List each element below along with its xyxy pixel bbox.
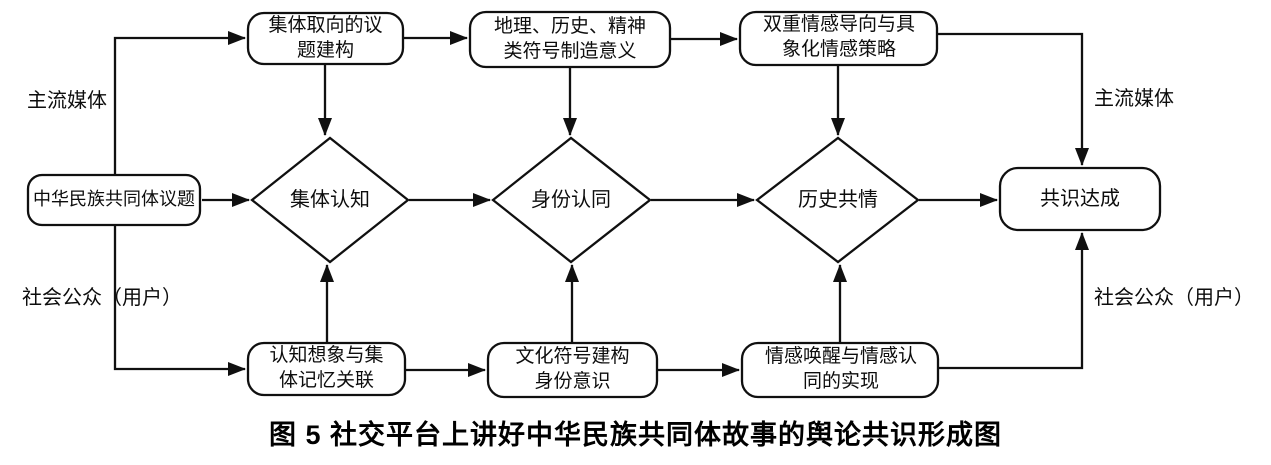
node-public-stage-3-label: 情感唤醒与情感认同的实现 (764, 346, 917, 392)
node-collective-cognition-label: 集体认知 (290, 189, 370, 211)
arrow-source-down-to-public-stage-1 (113, 225, 246, 376)
arrow-source-up-to-media-stage-1 (113, 31, 246, 175)
arrow-public-3-to-result (939, 232, 1089, 370)
node-historical-empathy-label: 历史共情 (798, 189, 878, 211)
figure-caption: 图 5 社交平台上讲好中华民族共同体故事的舆论共识形成图 (268, 420, 1003, 450)
arrow-media-3-to-result (938, 32, 1089, 166)
node-media-stage-1-label: 集体取向的议题建构 (268, 14, 383, 61)
node-source-label: 中华民族共同体议题 (33, 189, 195, 210)
node-result-label: 共识达成 (1040, 188, 1120, 210)
actor-label-public-right: 社会公众（用户） (1094, 287, 1254, 309)
actor-label-mainstream-media-right: 主流媒体 (1094, 88, 1174, 110)
shape-result-node (998, 166, 1162, 232)
shape-diamond-collective-cognition (250, 136, 410, 264)
shape-public-stage-1 (246, 341, 407, 397)
actor-label-public-left: 社会公众（用户） (22, 287, 182, 309)
node-identity-label: 身份认同 (531, 189, 611, 211)
node-media-stage-3-label: 双重情感导向与具象化情感策略 (762, 14, 915, 60)
shape-public-stage-3 (740, 341, 940, 399)
node-media-stage-2-label: 地理、历史、精神类符号制造意义 (493, 15, 646, 62)
node-public-stage-2-label: 文化符号建构身份意识 (515, 346, 630, 392)
actor-label-mainstream-media-left: 主流媒体 (27, 90, 107, 112)
node-public-stage-1-label: 认知想象与集体记忆关联 (269, 345, 384, 391)
shape-diamond-historical-empathy (755, 136, 920, 264)
shape-public-stage-2 (486, 341, 659, 399)
shape-diamond-identity (491, 136, 652, 264)
